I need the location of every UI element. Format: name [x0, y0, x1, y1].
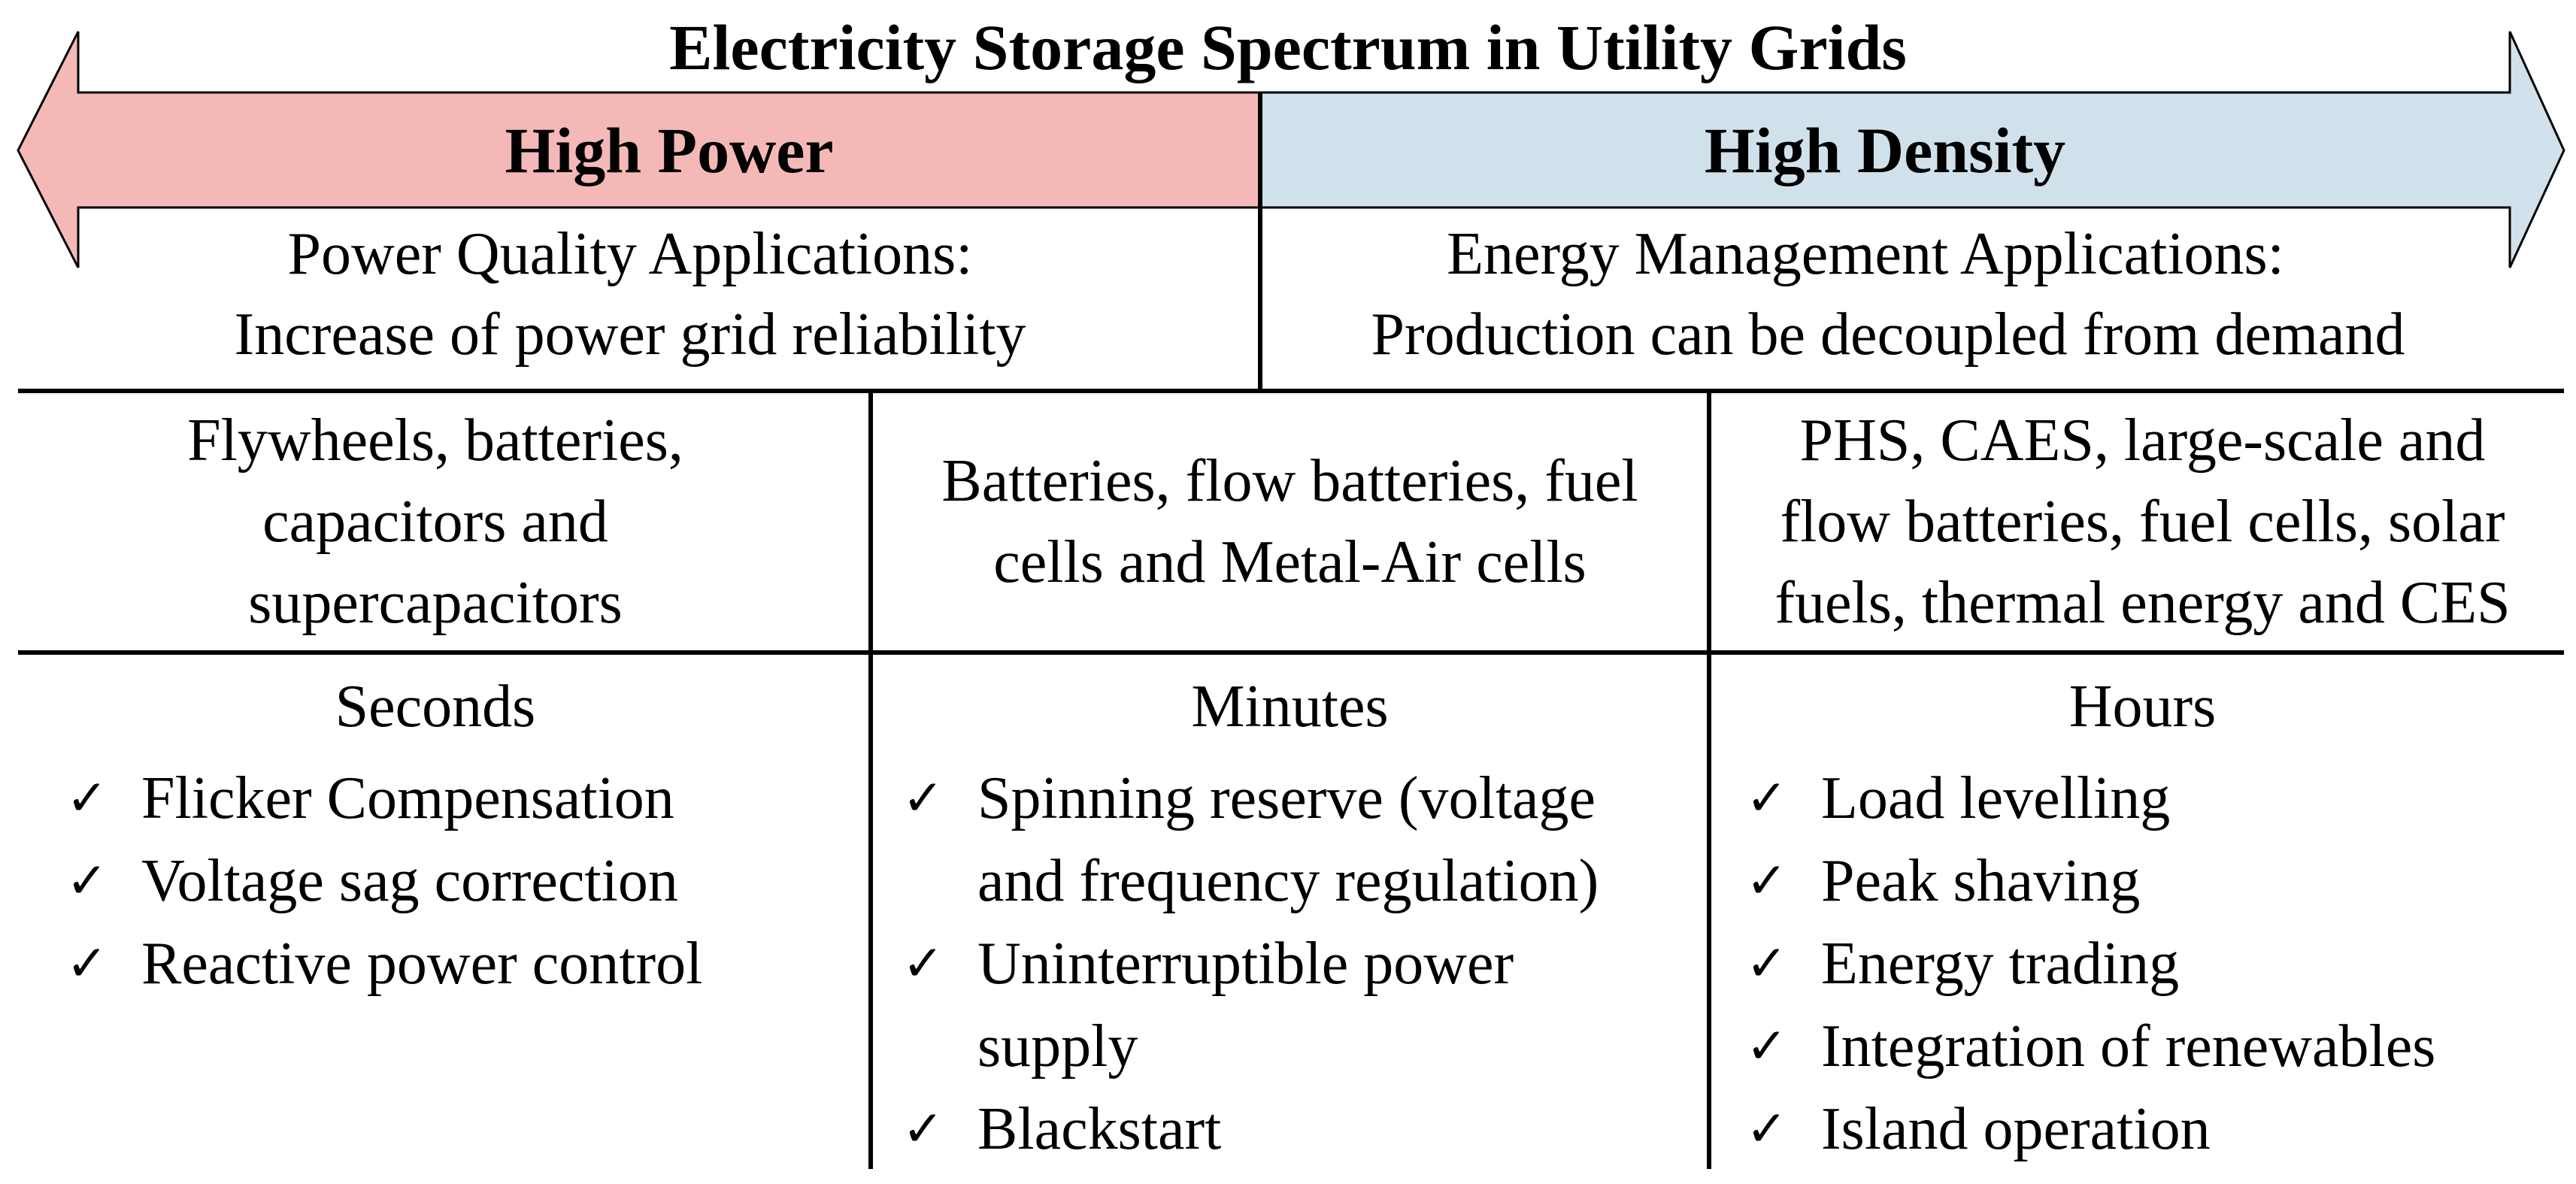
list-item: ✓ Voltage sag correction: [66, 840, 702, 922]
technologies-cell-2: Batteries, flow batteries, fuel cells an…: [871, 441, 1709, 603]
check-icon: ✓: [1746, 769, 1788, 827]
list-item: ✓ Island operation: [1746, 1088, 2435, 1170]
technologies-cell-3: PHS, CAES, large-scale and flow batterie…: [1709, 400, 2576, 643]
check-icon: ✓: [1746, 1017, 1788, 1075]
list-item-text: and frequency regulation): [977, 848, 1599, 914]
technologies-line: Batteries, flow batteries, fuel: [941, 448, 1638, 514]
list-item-text: supply: [977, 1013, 1138, 1080]
list-item-text: Uninterruptible power: [977, 931, 1514, 997]
list-item-text: Reactive power control: [141, 931, 703, 997]
timescale-minutes: Minutes: [1191, 674, 1389, 740]
energy-management-description: Production can be decoupled from demand: [1371, 301, 2405, 368]
list-item: ✓ Integration of renewables: [1746, 1005, 2435, 1088]
technologies-line: supercapacitors: [248, 570, 623, 636]
check-icon: ✓: [902, 769, 944, 827]
high-density-label: High Density: [1704, 114, 2066, 186]
diagram-title: Electricity Storage Spectrum in Utility …: [669, 11, 1907, 83]
list-item-text: Load levelling: [1821, 765, 2171, 831]
power-quality-heading: Power Quality Applications:: [287, 221, 973, 287]
list-item: ✓ Spinning reserve (voltage and frequenc…: [902, 757, 1599, 922]
list-item: ✓ Load levelling: [1746, 757, 2435, 840]
check-icon: ✓: [902, 1100, 944, 1158]
list-item-text: Integration of renewables: [1821, 1013, 2436, 1080]
technologies-line: capacitors and: [262, 489, 608, 555]
check-icon: ✓: [1746, 1100, 1788, 1158]
arrow-high-power-half: [17, 31, 1262, 268]
list-item: ✓ Energy trading: [1746, 922, 2435, 1005]
technologies-line: PHS, CAES, large-scale and: [1799, 407, 2486, 474]
list-item: ✓ Blackstart: [902, 1088, 1599, 1170]
technologies-line: fuels, thermal energy and CES: [1774, 570, 2511, 636]
list-item-text: Spinning reserve (voltage: [977, 765, 1596, 831]
technologies-line: cells and Metal-Air cells: [993, 529, 1587, 595]
energy-management-heading: Energy Management Applications:: [1447, 221, 2284, 287]
arrow-high-density-half: [1259, 31, 2565, 268]
timescale-seconds: Seconds: [335, 674, 536, 740]
minutes-applications-list: ✓ Spinning reserve (voltage and frequenc…: [902, 757, 1599, 1170]
check-icon: ✓: [66, 934, 108, 992]
timescale-hours: Hours: [2068, 674, 2217, 740]
power-quality-description: Increase of power grid reliability: [234, 301, 1026, 368]
technologies-line: flow batteries, fuel cells, solar: [1780, 489, 2505, 555]
list-item: ✓ Reactive power control: [66, 922, 702, 1005]
hours-applications-list: ✓ Load levelling ✓ Peak shaving ✓ Energy…: [1746, 757, 2435, 1170]
list-item: ✓ Uninterruptible power supply: [902, 922, 1599, 1088]
list-item: ✓ Peak shaving: [1746, 840, 2435, 922]
check-icon: ✓: [66, 852, 108, 910]
check-icon: ✓: [66, 769, 108, 827]
list-item-text: Peak shaving: [1821, 848, 2141, 914]
list-item-text: Energy trading: [1821, 931, 2180, 997]
technologies-cell-1: Flywheels, batteries, capacitors and sup…: [0, 400, 871, 643]
high-power-label: High Power: [505, 114, 834, 186]
technologies-line: Flywheels, batteries,: [187, 407, 683, 474]
list-item-text: Blackstart: [977, 1096, 1222, 1162]
list-item: ✓ Flicker Compensation: [66, 757, 702, 840]
list-item-text: Flicker Compensation: [141, 765, 674, 831]
check-icon: ✓: [1746, 934, 1788, 992]
list-item-text: Voltage sag correction: [141, 848, 678, 914]
check-icon: ✓: [1746, 852, 1788, 910]
list-item-text: Island operation: [1821, 1096, 2211, 1162]
check-icon: ✓: [902, 934, 944, 992]
seconds-applications-list: ✓ Flicker Compensation ✓ Voltage sag cor…: [66, 757, 702, 1005]
